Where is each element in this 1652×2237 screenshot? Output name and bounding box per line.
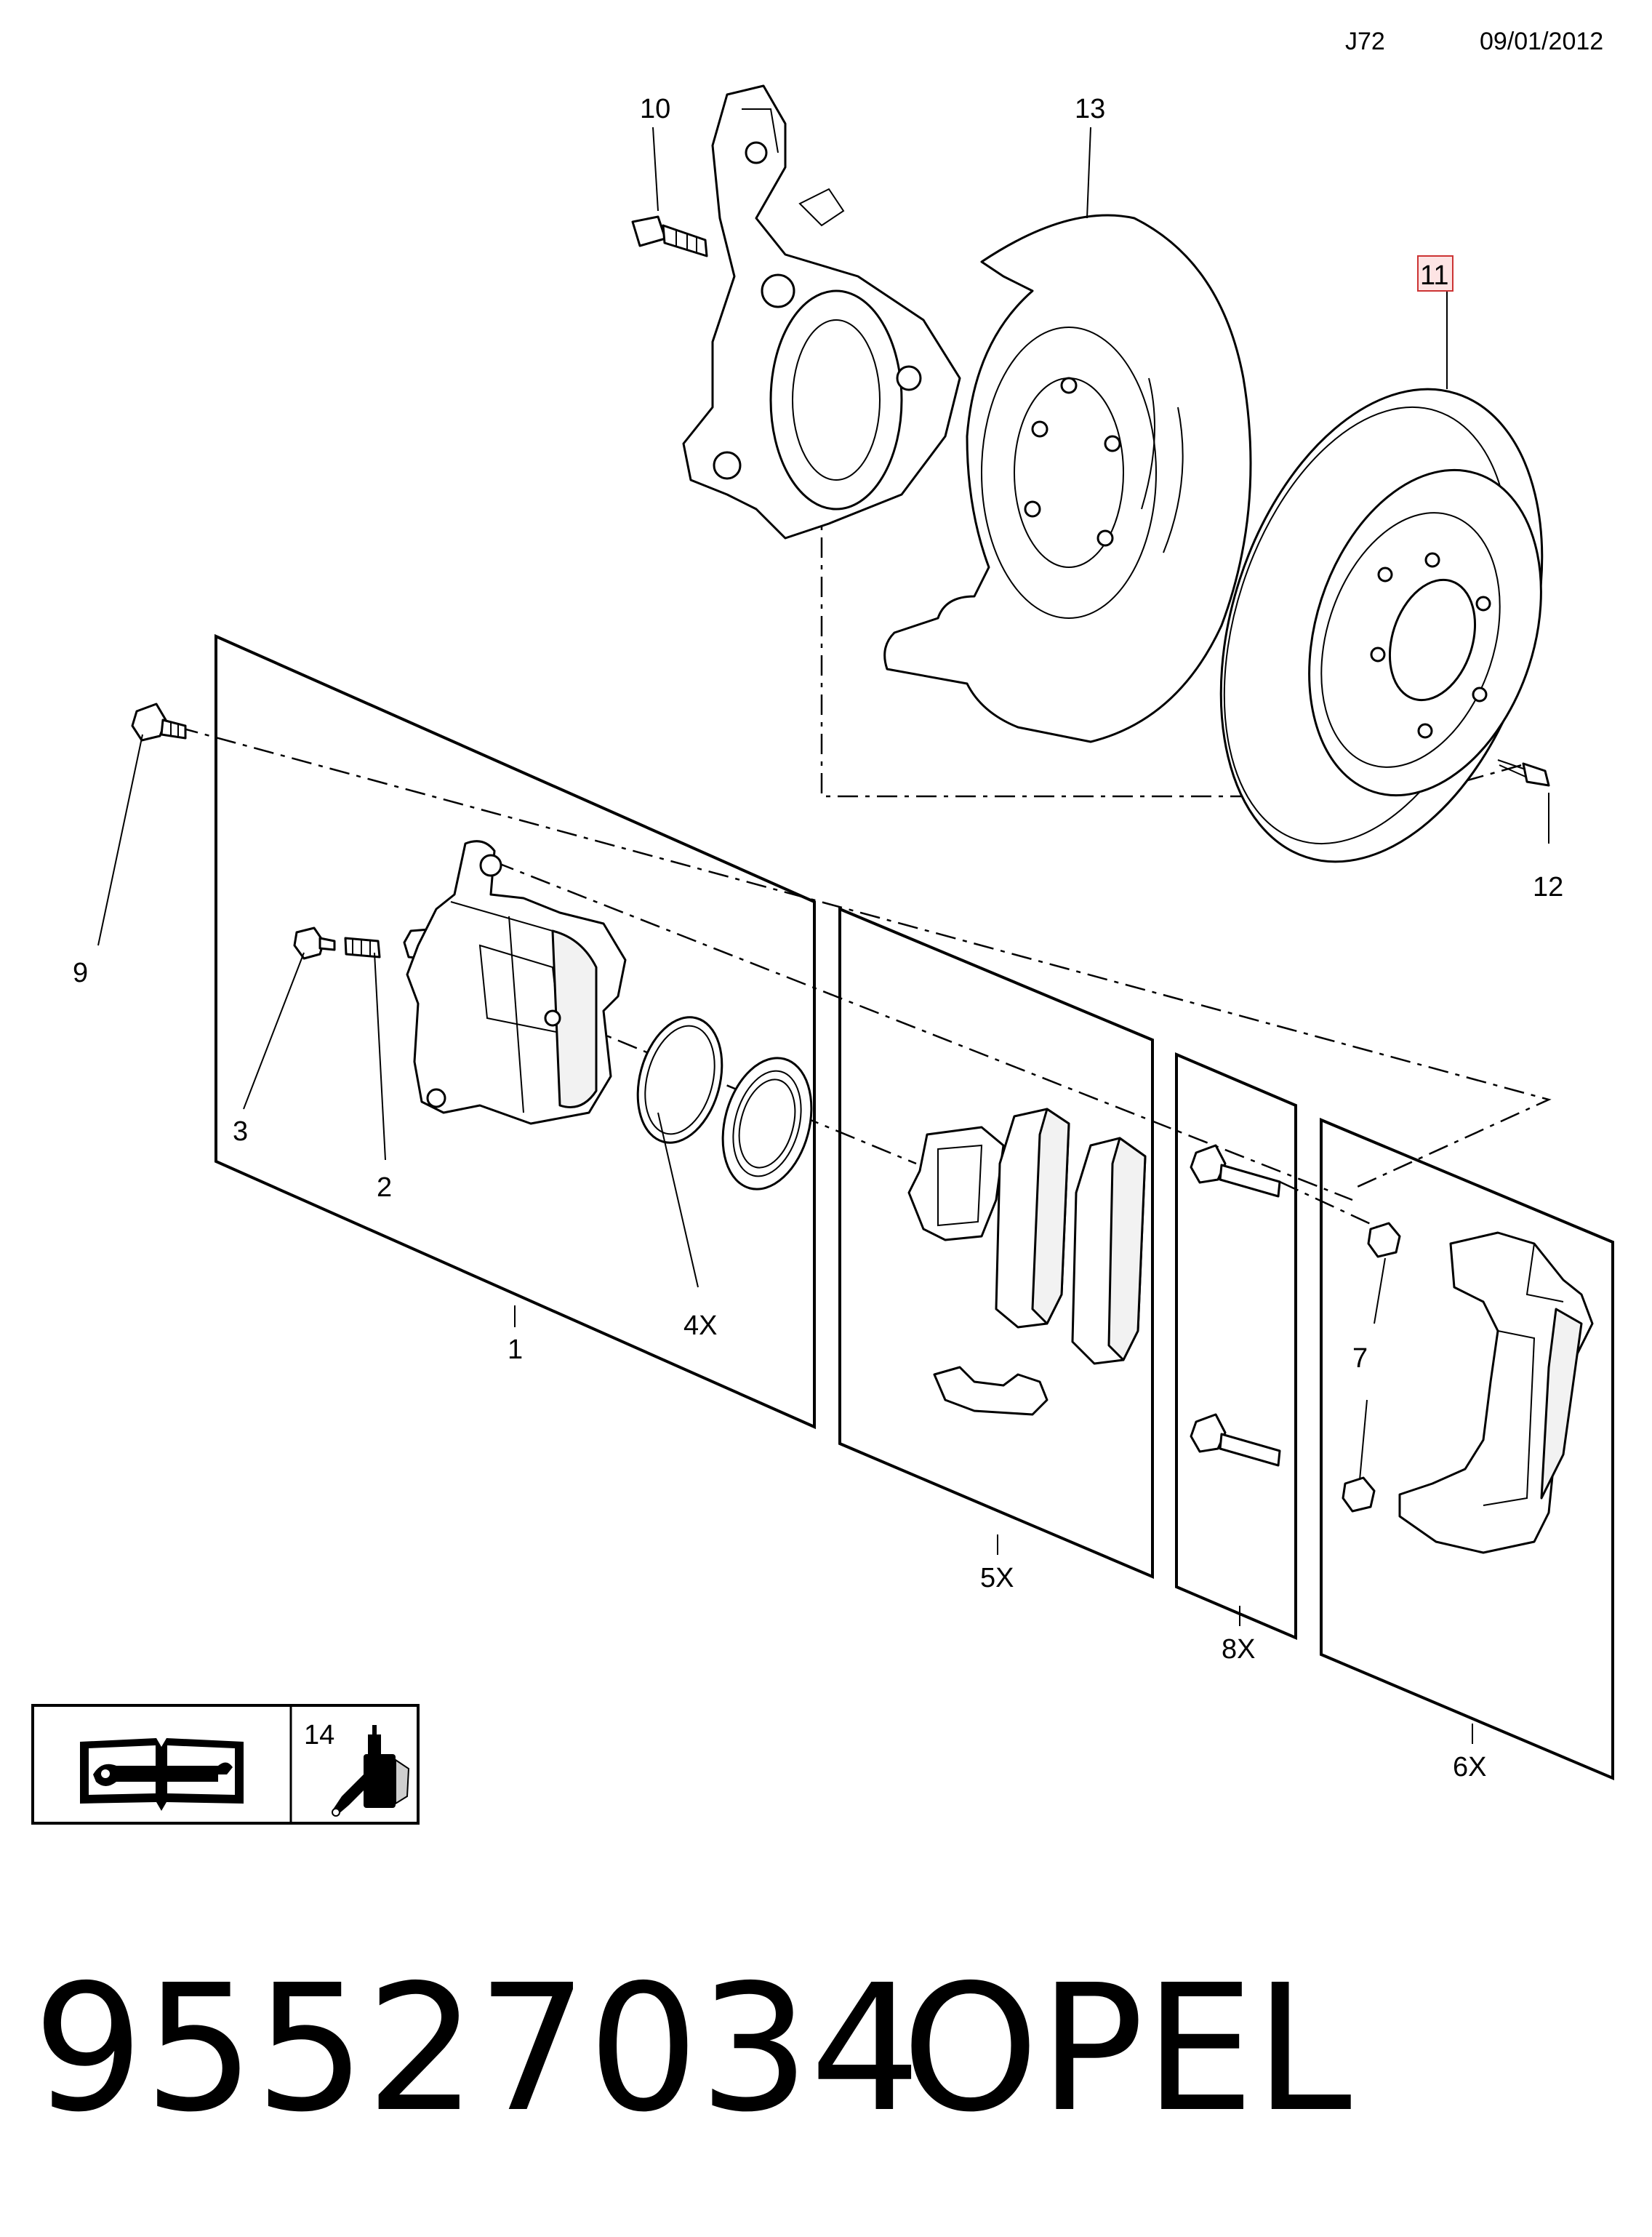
guide-bolt-lower xyxy=(1190,1413,1281,1467)
assembly-line-guide xyxy=(1279,1180,1382,1230)
callout-4x: 4X xyxy=(683,1310,717,1341)
panel-guide-bolts xyxy=(1175,1052,1297,1641)
bleeder-cap xyxy=(293,927,336,960)
pad-shim xyxy=(907,1126,1005,1241)
callout-10: 10 xyxy=(640,94,670,124)
callout-9: 9 xyxy=(73,958,88,988)
caliper-bracket xyxy=(1398,1231,1594,1554)
guide-bolt-9 xyxy=(131,703,187,742)
caliper-body xyxy=(406,840,627,1125)
service-manual-icon xyxy=(80,1738,244,1811)
callout-3: 3 xyxy=(233,1116,248,1147)
leader-lines xyxy=(97,127,1549,1744)
piston-seal xyxy=(636,1016,723,1144)
panel-bracket xyxy=(1320,1117,1614,1781)
panel-pads xyxy=(838,906,1154,1580)
brake-pad-inner xyxy=(995,1108,1070,1329)
callout-7: 7 xyxy=(1352,1343,1368,1374)
brake-pad-outer xyxy=(1071,1137,1147,1365)
callout-12: 12 xyxy=(1533,872,1563,903)
header-date: 09/01/2012 xyxy=(1480,28,1603,55)
callout-2: 2 xyxy=(377,1172,392,1203)
assembly-line-caliper xyxy=(494,860,1353,1201)
brand-name: OPEL xyxy=(902,1947,1352,2150)
knuckle-bolt xyxy=(631,215,708,257)
disc-screw xyxy=(1497,759,1550,787)
part-number: 95527034 xyxy=(33,1947,921,2150)
legend-box: 14 xyxy=(31,1704,420,1825)
callout-14: 14 xyxy=(304,1720,334,1750)
callout-5x: 5X xyxy=(980,1563,1014,1593)
dust-boot xyxy=(721,1057,813,1190)
threadlocker-bottle-icon xyxy=(332,1725,410,1817)
callout-8x: 8X xyxy=(1222,1634,1255,1665)
callout-11: 11 xyxy=(1420,260,1448,291)
steering-knuckle xyxy=(682,84,961,540)
guide-bushing-upper xyxy=(1367,1222,1401,1258)
callout-6x: 6X xyxy=(1453,1752,1486,1782)
guide-bushing-lower xyxy=(1342,1476,1376,1513)
guide-bolt-upper xyxy=(1190,1144,1281,1198)
callout-11-highlight xyxy=(1417,255,1453,292)
header-code: J72 xyxy=(1345,28,1385,55)
splash-shield xyxy=(883,214,1252,743)
callout-13: 13 xyxy=(1075,94,1105,124)
brake-disc xyxy=(1219,388,1544,863)
assembly-line-bolt9 xyxy=(177,726,1552,1190)
pad-clip xyxy=(933,1366,1048,1416)
callout-1: 1 xyxy=(508,1334,523,1365)
